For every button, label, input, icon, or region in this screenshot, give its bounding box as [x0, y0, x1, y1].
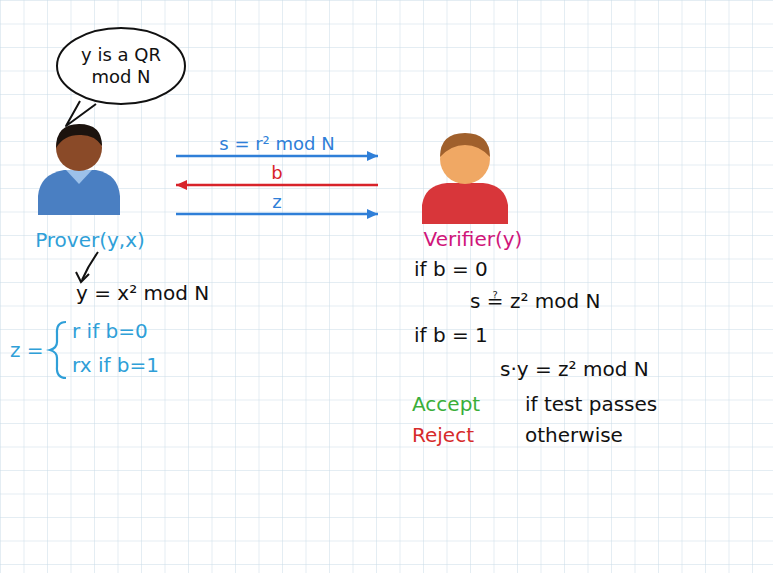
- brace: [50, 322, 66, 378]
- leader-arrow: [82, 252, 98, 280]
- condition: if b = 0: [414, 258, 488, 280]
- person-icon: [4, 118, 176, 228]
- person-icon: [378, 125, 568, 227]
- note: otherwise: [525, 424, 623, 446]
- bubble-tail: [66, 101, 96, 126]
- outcome: Accept: [412, 393, 480, 415]
- equation: s·y = z² mod N: [500, 358, 649, 380]
- role-label: Verifier(y): [424, 227, 523, 251]
- message-label: b: [271, 164, 282, 182]
- verifier-figure: Verifier(y): [378, 125, 568, 251]
- role-label: Prover(y,x): [35, 228, 145, 252]
- speech-bubble: y is a QR mod N: [55, 26, 187, 106]
- note: if test passes: [525, 393, 657, 415]
- speech-text: y is a QR mod N: [73, 44, 169, 88]
- equation: s ≟ z² mod N: [470, 290, 601, 312]
- case-line: rx if b=1: [72, 354, 159, 376]
- case-line: r if b=0: [72, 320, 148, 342]
- condition: if b = 1: [414, 324, 488, 346]
- leader-head: [76, 272, 89, 282]
- message-label: s = r² mod N: [219, 135, 334, 153]
- prover-figure: Prover(y,x): [4, 118, 176, 252]
- equation: z =: [10, 339, 44, 361]
- outcome: Reject: [412, 424, 474, 446]
- message-label: z: [272, 193, 281, 211]
- equation: y = x² mod N: [76, 282, 209, 304]
